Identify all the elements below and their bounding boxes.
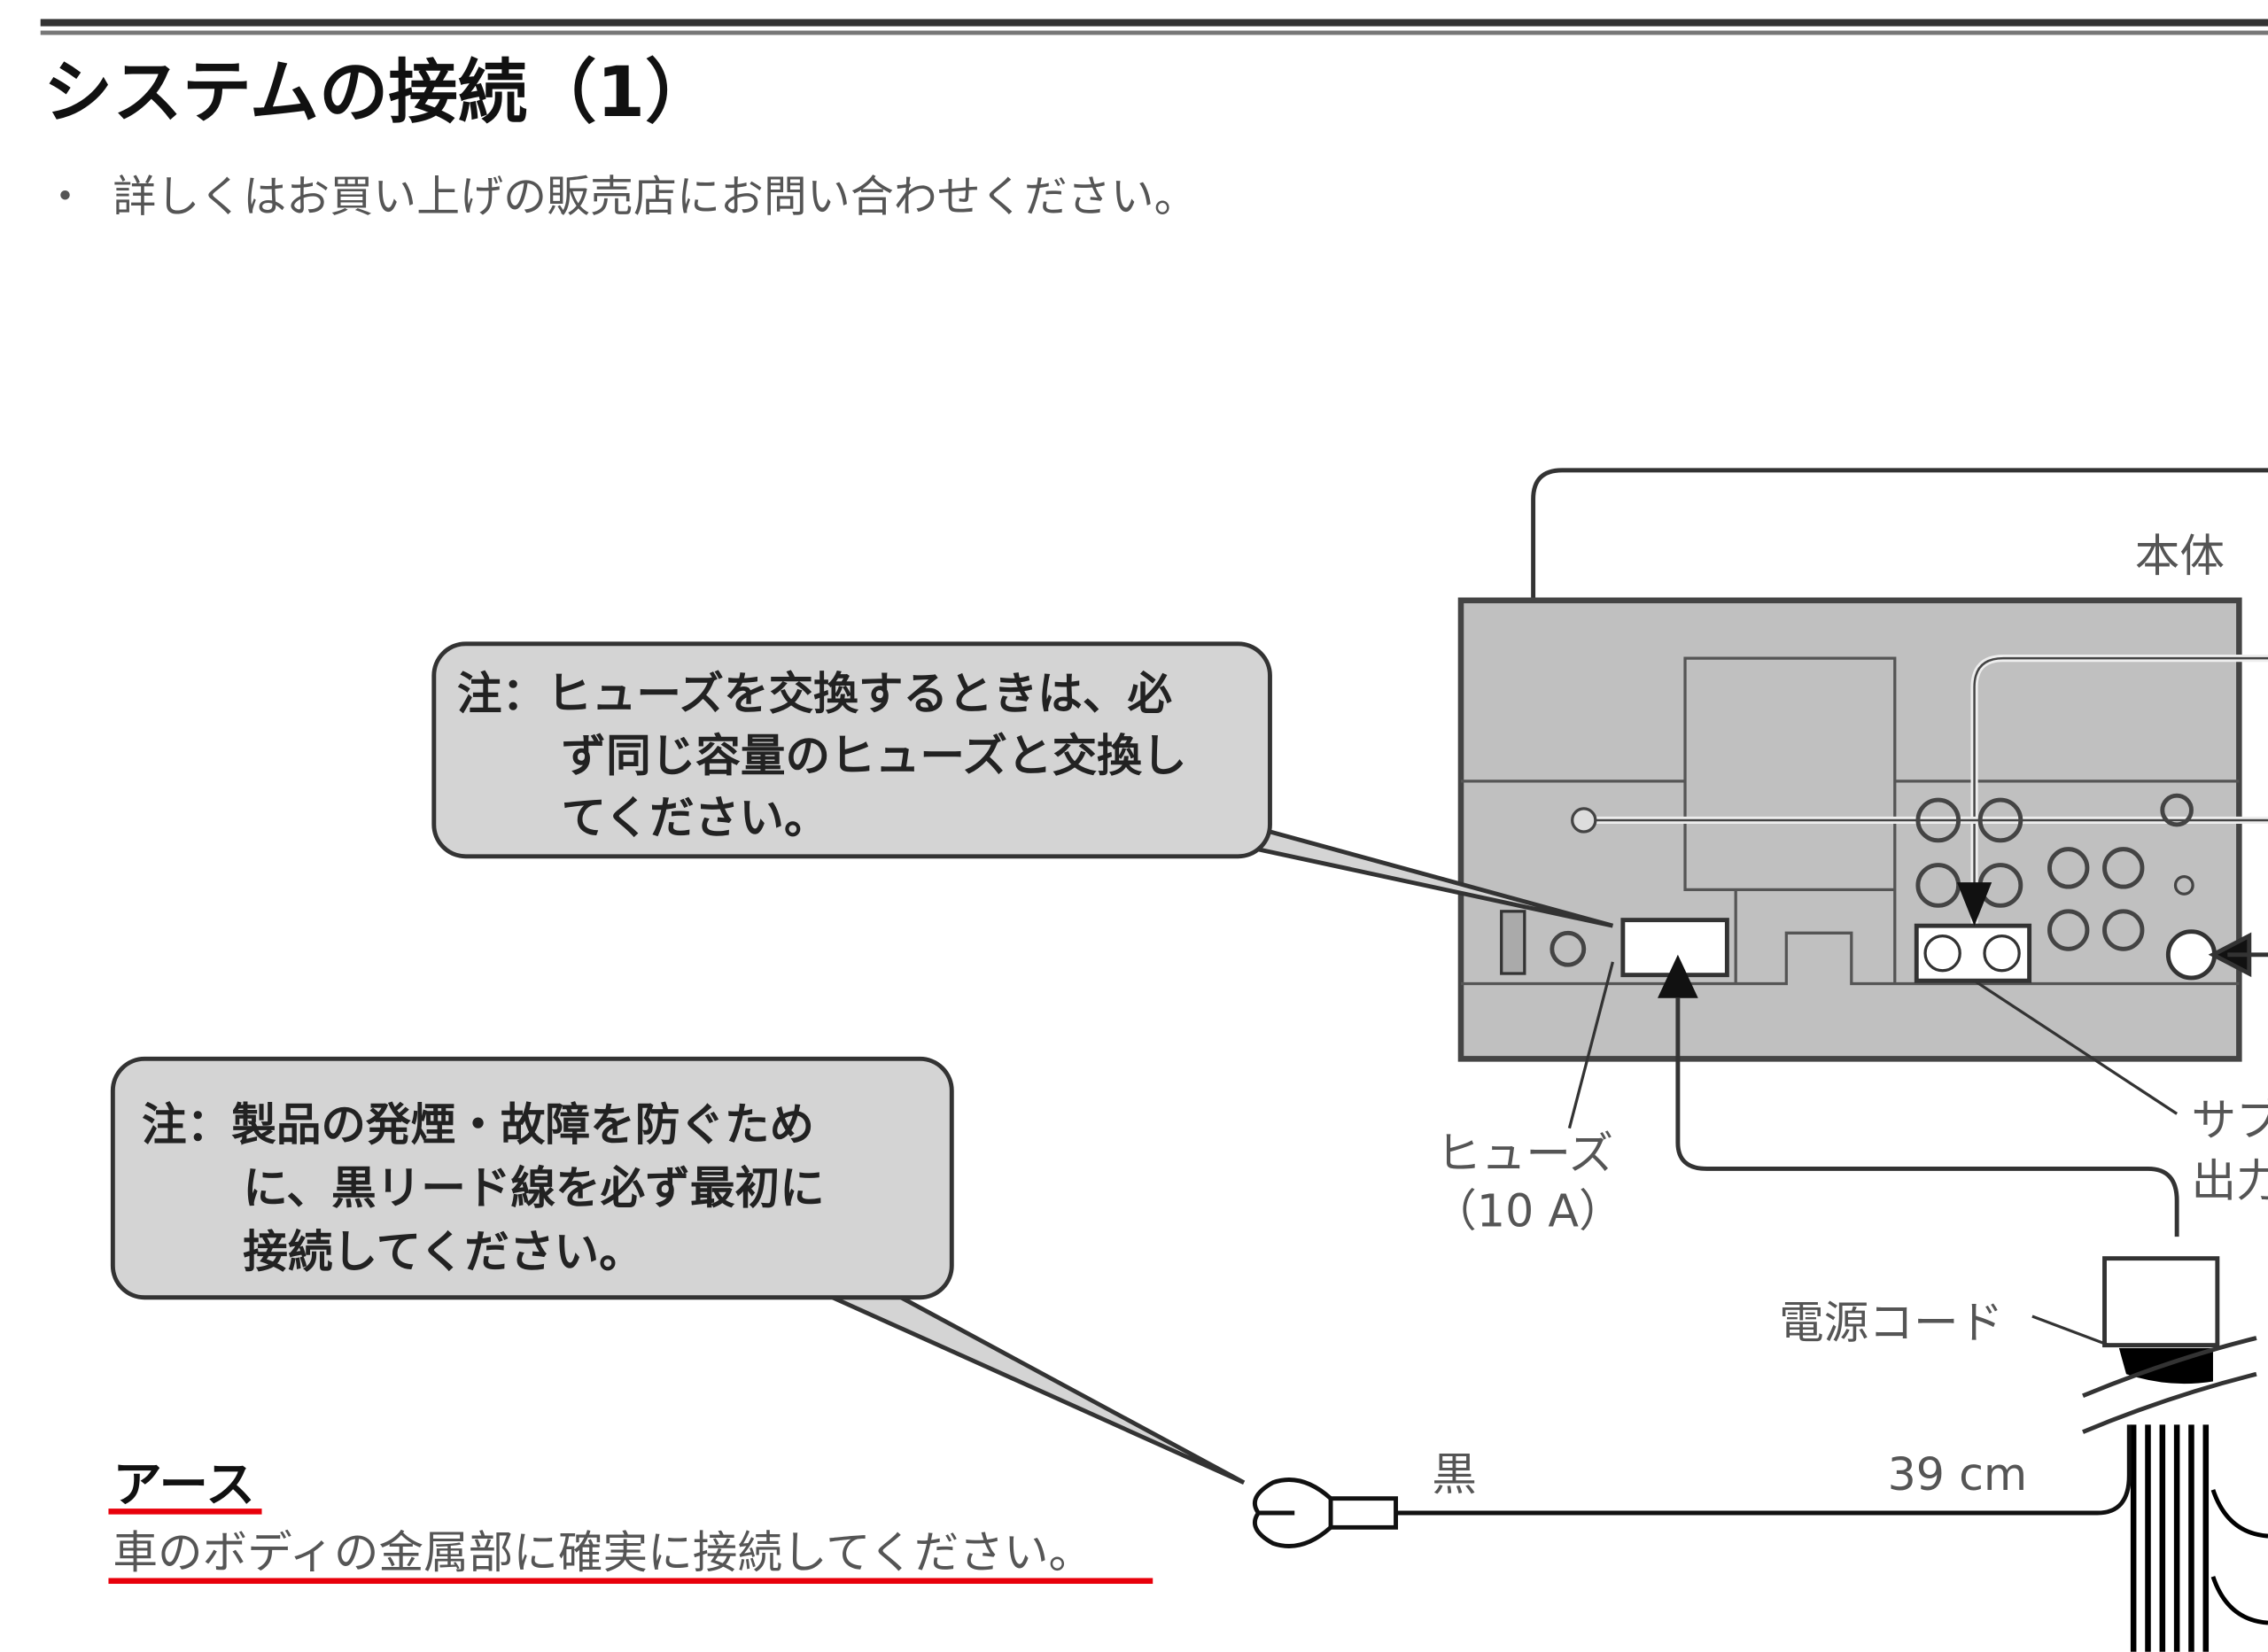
- ground-callout-line-2: に、黒リード線を必ず最初に: [243, 1162, 824, 1214]
- ground-callout: 注：製品の発煙・故障を防ぐため に、黒リード線を必ず最初に 接続してください。: [110, 1056, 1246, 1485]
- power-cord-label: 電源コード: [1779, 1296, 2003, 1348]
- ground-title-underline: [108, 1509, 262, 1515]
- unit-label: 本体: [2135, 530, 2225, 582]
- wire-bundle: [2130, 1424, 2210, 1652]
- fuse-callout-line-3: てください。: [561, 792, 828, 844]
- ground-title: アース: [113, 1456, 254, 1514]
- black-ground-wire: [1395, 1424, 2132, 1516]
- power-cord-connector: [2102, 1256, 2220, 1348]
- ground-text: 車のボディの金属部に確実に接続してください。: [113, 1526, 1093, 1578]
- fuse-callout-line-1: 注：ヒューズを交換するときは、必: [457, 667, 1173, 719]
- ground-text-underline: [108, 1578, 1153, 1585]
- ground-callout-line-1: 注：製品の発煙・故障を防ぐため: [142, 1098, 814, 1151]
- antenna-cable: [1531, 468, 2268, 825]
- page-title: システムの接続（1）: [43, 52, 714, 133]
- length-label: 39 cm: [1888, 1448, 2028, 1501]
- fuse-label: ヒューズ: [1436, 1127, 1613, 1179]
- sub-output-label-1: サブ: [2191, 1094, 2268, 1146]
- fuse-rating: （10 A）: [1432, 1185, 1623, 1237]
- black-wire-label: 黒: [1432, 1448, 1477, 1501]
- ring-terminal-icon: [1253, 1477, 1398, 1548]
- ground-callout-line-3: 接続してください。: [243, 1225, 643, 1277]
- bullet: ・: [43, 172, 87, 222]
- sub-output-label-2: 出力: [2191, 1154, 2268, 1206]
- fuse-callout-line-2: ず同じ容量のヒューズと交換し: [561, 729, 1186, 781]
- power-cable: [1675, 997, 2179, 1237]
- header-rule: [40, 19, 2268, 35]
- head-unit-rear-panel: [1457, 597, 2268, 1062]
- note-text: 詳しくはお買い上げの販売店にお問い合わせください。: [113, 172, 1197, 222]
- fuse-callout: 注：ヒューズを交換するときは、必 ず同じ容量のヒューズと交換し てください。: [431, 641, 1614, 928]
